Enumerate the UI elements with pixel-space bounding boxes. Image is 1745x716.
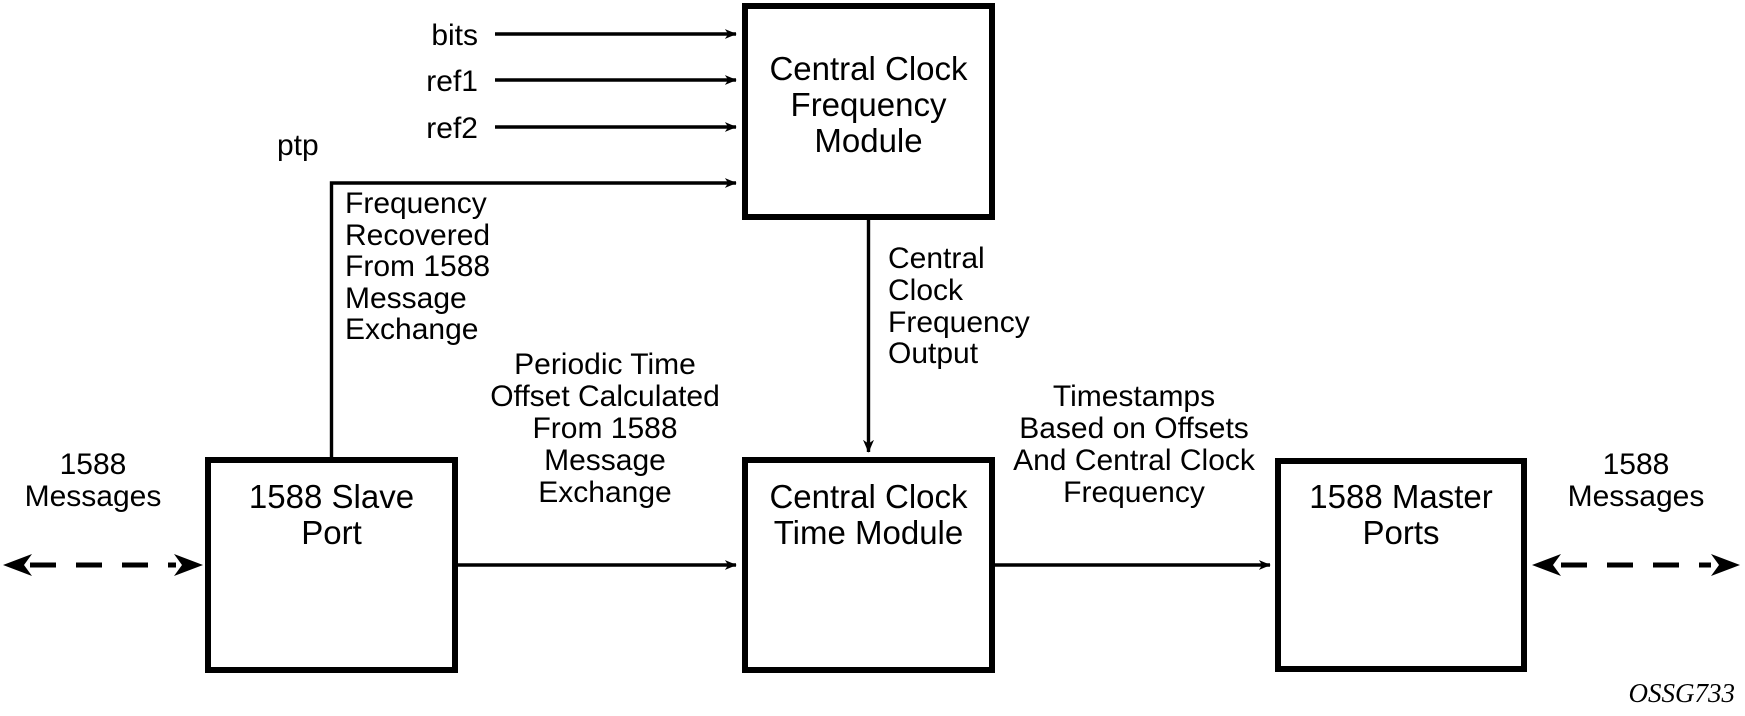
edge-label-line: Exchange	[345, 313, 478, 346]
box-label-line: Central Clock	[769, 50, 968, 87]
edge-label-line: Messages	[25, 480, 162, 513]
box-label-line: Frequency	[791, 86, 947, 123]
edge-label-frequency-recovered: Frequency Recovered From 1588 Message Ex…	[345, 187, 490, 346]
edge-label-line: Timestamps	[1053, 380, 1215, 413]
figure-code: OSSG733	[1629, 678, 1736, 708]
edge-label-line: Messages	[1568, 480, 1705, 513]
edge-label-line: Offset Calculated	[490, 380, 720, 413]
box-label-line: Central Clock	[769, 478, 968, 515]
connector-left-1588-messages	[3, 554, 203, 576]
box-central-clock-frequency-module[interactable]: Central Clock Frequency Module	[742, 3, 995, 220]
edge-label-line: Frequency	[1063, 476, 1205, 509]
edge-label-line: Based on Offsets	[1019, 412, 1249, 445]
signal-arrow-ref1: ref1	[426, 65, 737, 98]
box-central-clock-time-module[interactable]: Central Clock Time Module	[742, 457, 995, 673]
signal-label-ref1: ref1	[426, 65, 478, 98]
edge-label-line: Frequency	[888, 306, 1030, 339]
box-label-line: Ports	[1362, 514, 1439, 551]
signal-label-ref2: ref2	[426, 112, 478, 145]
signal-arrow-ptp: ptp	[277, 129, 737, 457]
box-label-line: 1588 Slave	[249, 478, 414, 515]
edge-label-periodic-time-offset: Periodic Time Offset Calculated From 158…	[490, 348, 720, 509]
signal-label-bits: bits	[431, 19, 478, 52]
box-label-line: Time Module	[774, 514, 964, 551]
box-label-line: Port	[301, 514, 362, 551]
edge-label-line: 1588	[1603, 448, 1670, 481]
edge-label-right-1588-messages: 1588 Messages	[1568, 448, 1705, 513]
edge-label-line: 1588	[60, 448, 127, 481]
connector-right-1588-messages	[1532, 554, 1740, 576]
edge-label-line: Clock	[888, 274, 964, 307]
edge-label-central-clock-frequency-output: Central Clock Frequency Output	[888, 242, 1030, 370]
edge-label-line: Output	[888, 337, 979, 370]
edge-label-line: Periodic Time	[514, 348, 696, 381]
edge-label-line: Message	[345, 282, 467, 315]
box-label-line: Module	[814, 122, 922, 159]
signal-label-ptp: ptp	[277, 129, 319, 162]
box-1588-master-ports[interactable]: 1588 Master Ports	[1275, 458, 1527, 672]
edge-label-line: Central	[888, 242, 985, 275]
signal-arrow-bits: bits	[431, 19, 737, 52]
edge-label-left-1588-messages: 1588 Messages	[25, 448, 162, 513]
edge-label-line: Recovered	[345, 219, 490, 252]
box-label-line: 1588 Master	[1309, 478, 1492, 515]
edge-label-line: From 1588	[345, 250, 490, 283]
edge-label-line: Frequency	[345, 187, 487, 220]
edge-label-line: Exchange	[538, 476, 671, 509]
edge-label-line: From 1588	[532, 412, 677, 445]
edge-label-timestamps-based-on-offsets: Timestamps Based on Offsets And Central …	[1013, 380, 1256, 509]
signal-arrow-ref2: ref2	[426, 112, 737, 145]
box-1588-slave-port[interactable]: 1588 Slave Port	[205, 457, 458, 673]
edge-label-line: Message	[544, 444, 666, 477]
edge-label-line: And Central Clock	[1013, 444, 1256, 477]
